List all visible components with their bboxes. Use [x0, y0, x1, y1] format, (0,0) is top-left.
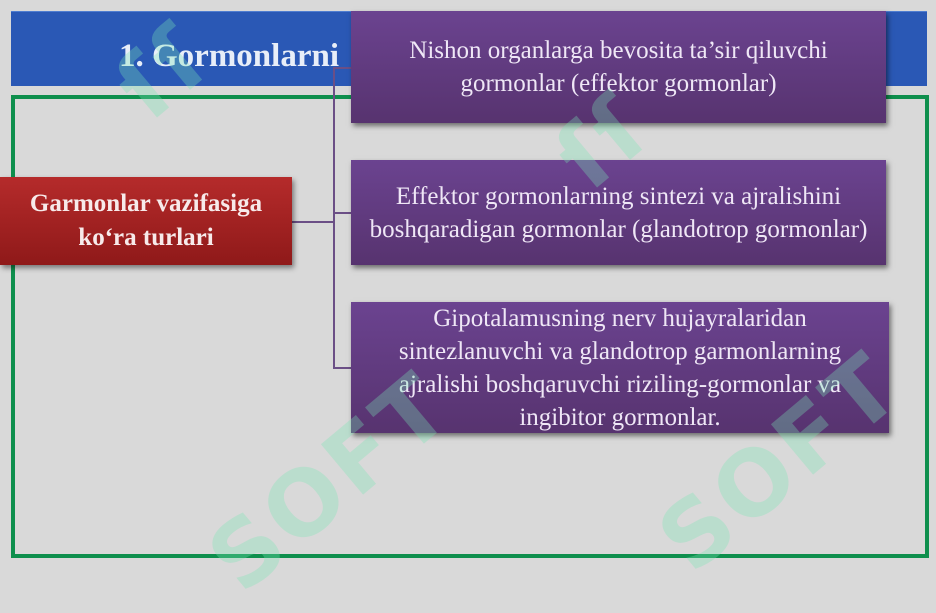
- branch-node-releasing: Gipotalamusning nerv hujayralaridan sint…: [351, 302, 889, 433]
- connector-branch-3: [333, 367, 351, 369]
- branch-node-glandotrop: Effektor gormonlarning sintezi va ajrali…: [351, 160, 886, 265]
- branch-node-label: Gipotalamusning nerv hujayralaridan sint…: [398, 304, 842, 431]
- root-node-label: Garmonlar vazifasiga ko‘ra turlari: [29, 190, 263, 251]
- connector-root-horizontal: [292, 221, 334, 223]
- connector-branch-1: [333, 67, 351, 69]
- branch-node-effector: Nishon organlarga bevosita ta’sir qiluvc…: [351, 11, 886, 123]
- page-title: 1. Gormonlarni: [119, 38, 339, 74]
- branch-node-label: Nishon organlarga bevosita ta’sir qiluvc…: [409, 37, 828, 97]
- branch-node-label: Effektor gormonlarning sintezi va ajrali…: [369, 182, 868, 243]
- connector-vertical: [333, 67, 335, 368]
- root-node: Garmonlar vazifasiga ko‘ra turlari: [0, 177, 292, 265]
- connector-branch-2: [333, 212, 351, 214]
